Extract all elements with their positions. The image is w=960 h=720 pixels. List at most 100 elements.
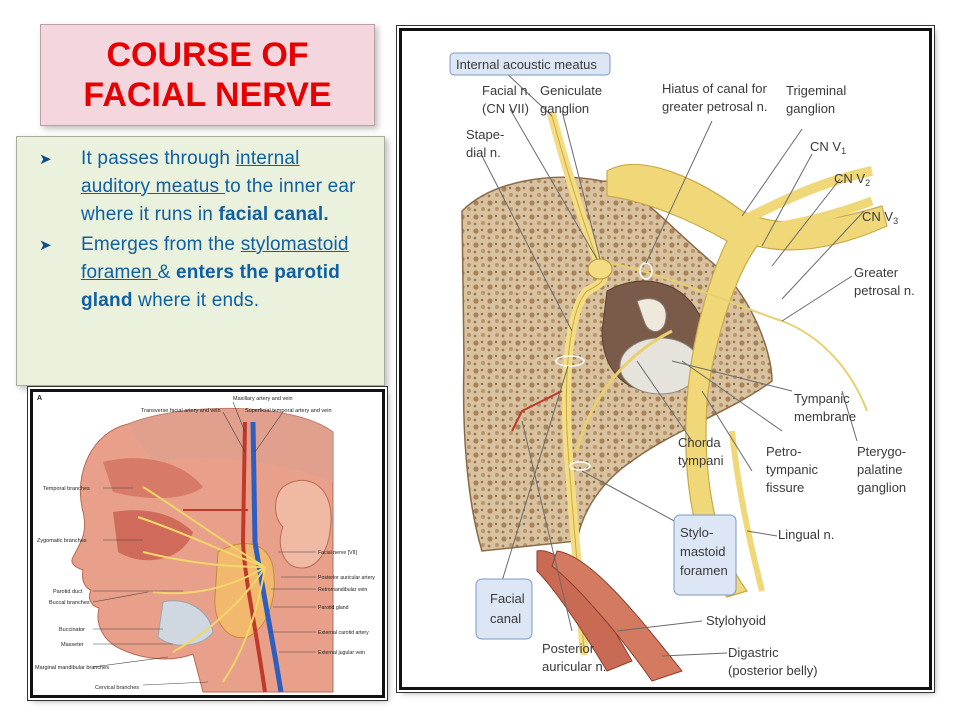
face-dissection-panel: A Maxillary artery and vein Transverse f… <box>30 389 385 698</box>
lingual-nerve <box>729 430 765 592</box>
arrow-bullet-icon: ➤ <box>39 237 52 254</box>
label-digastric-1: Digastric <box>728 645 779 660</box>
label-stylo-1: Stylo- <box>680 525 713 540</box>
cn-v1-branch <box>739 166 873 226</box>
label-stylohyoid: Stylohyoid <box>706 613 766 628</box>
geniculate-ganglion <box>587 258 613 280</box>
stylomastoid-ring <box>569 461 591 471</box>
label-geniculate-1: Geniculate <box>540 83 602 98</box>
title-line-2: FACIAL NERVE <box>83 76 332 114</box>
label-pterygo-1: Pterygo- <box>857 444 906 459</box>
label-greater-petrosal-1: Greater <box>854 265 899 280</box>
label-transverse: Transverse facial artery and vein <box>141 408 221 414</box>
label-hiatus-1: Hiatus of canal for <box>662 81 767 96</box>
retromandibular-vein <box>250 421 284 693</box>
bullet-2-post: where it ends. <box>132 290 260 311</box>
label-box-facial-canal <box>475 578 533 640</box>
title-line-1: COURSE OF <box>106 36 309 74</box>
label-greater-petrosal-2: petrosal n. <box>854 283 915 298</box>
label-petro-1: Petro- <box>766 444 801 459</box>
label-parotid-duct: Parotid duct <box>53 589 83 595</box>
label-pterygo-3: ganglion <box>857 480 906 495</box>
bullet-2-underlined: stylomastoid foramen <box>81 234 349 283</box>
label-cn-v3: CN V3 <box>862 209 898 226</box>
bullet-2-mid: & <box>157 262 176 283</box>
label-stapedial-2: dial n. <box>466 145 501 160</box>
facial-canal-ring <box>555 355 585 367</box>
label-masseter: Masseter <box>61 642 84 648</box>
label-cn-v1: CN V1 <box>810 139 846 156</box>
label-temporal: Temporal branches <box>43 486 90 492</box>
label-zygomatic: Zygomatic branches <box>37 538 87 544</box>
bullet-1-bold: facial canal. <box>218 204 329 225</box>
title-box: COURSE OF FACIAL NERVE <box>40 24 375 126</box>
bullet-box: ➤ It passes through internal auditory me… <box>16 136 385 386</box>
label-chorda-2: tympani <box>678 453 724 468</box>
label-box-stylomastoid <box>673 514 737 596</box>
label-buccal: Buccal branches <box>49 600 90 606</box>
label-digastric-2: (posterior belly) <box>728 663 818 678</box>
right-leader-lines <box>481 68 865 657</box>
ear <box>275 479 332 569</box>
label-maxillary: Maxillary artery and vein <box>233 396 293 402</box>
label-stylo-3: foramen <box>680 563 728 578</box>
label-superficial: Superficial temporal artery and vein <box>245 408 332 414</box>
arrow-bullet-icon: ➤ <box>39 151 52 168</box>
label-hiatus-2: greater petrosal n. <box>662 99 768 114</box>
label-cervical: Cervical branches <box>95 685 139 691</box>
label-lingual: Lingual n. <box>778 527 834 542</box>
label-facial-canal-1: Facial <box>490 591 525 606</box>
label-tympanic-1: Tympanic <box>794 391 850 406</box>
bullet-item-1: ➤ It passes through internal auditory me… <box>39 145 374 229</box>
label-parotid-gland: Parotid gland <box>318 605 349 611</box>
label-stylo-2: mastoid <box>680 544 726 559</box>
label-marginal: Marginal mandibular branches <box>35 665 109 671</box>
label-buccinator: Buccinator <box>59 627 85 633</box>
digastric-muscle <box>551 550 683 682</box>
label-posterior-auricular-artery: Posterior auricular artery <box>318 575 375 581</box>
superficial-temporal-artery <box>240 421 267 693</box>
bullet-item-2: ➤ Emerges from the stylomastoid foramen … <box>39 231 374 315</box>
facial-canal-panel: Internal acoustic meatus Facial n. (CN V… <box>399 28 932 690</box>
bullet-text-1: It passes through internal auditory meat… <box>81 145 374 229</box>
label-petro-3: fissure <box>766 480 804 495</box>
label-stapedial-1: Stape- <box>466 127 504 142</box>
ossicles <box>636 298 667 332</box>
label-trigeminal-1: Trigeminal <box>786 83 846 98</box>
label-cn-v2: CN V2 <box>834 171 870 188</box>
bullet-1-pre: It passes through <box>81 148 236 169</box>
label-facial-n-2: (CN VII) <box>482 101 529 116</box>
label-chorda-1: Chorda <box>678 435 721 450</box>
label-cn-v2-sub: 2 <box>865 178 870 188</box>
greater-petrosal-nerve <box>596 260 868 412</box>
label-cn-v2-text: CN V <box>834 171 865 186</box>
cn-v2-branch <box>746 196 874 236</box>
label-cn-v3-sub: 3 <box>893 216 898 226</box>
chorda-tympani-nerve <box>575 329 673 452</box>
bullet-1-mid: to the inner ear where it runs in <box>81 176 356 225</box>
bullet-2-pre: Emerges from the <box>81 234 241 255</box>
facial-nerve-outline <box>551 115 604 652</box>
label-cn-v3-text: CN V <box>862 209 893 224</box>
scalp <box>128 408 333 482</box>
posterior-auricular-nerve <box>511 390 563 432</box>
bullet-text-2: Emerges from the stylomastoid foramen & … <box>81 231 374 315</box>
facial-nerve-branches <box>137 486 266 683</box>
label-box-internal-acoustic-meatus <box>449 52 611 76</box>
label-facial-canal-2: canal <box>490 611 521 626</box>
label-retromandibular: Retromandibular vein <box>318 587 367 593</box>
leader-lines <box>92 401 316 686</box>
label-external-jugular: External jugular vein <box>318 650 365 656</box>
label-petro-2: tympanic <box>766 462 819 477</box>
bullet-2-bold: enters the parotid gland <box>81 262 341 311</box>
label-posterior-auricular-1: Posterior <box>542 641 595 656</box>
face-dissection-illustration: A Maxillary artery and vein Transverse f… <box>35 395 375 693</box>
facial-canal-illustration: Internal acoustic meatus Facial n. (CN V… <box>449 52 915 682</box>
panel-letter: A <box>37 395 42 402</box>
label-facial-nerve: Facial nerve [VII] <box>318 550 357 556</box>
label-trigeminal-2: ganglion <box>786 101 835 116</box>
cheek-muscles <box>113 510 193 561</box>
label-external-carotid: External carotid artery <box>318 630 369 636</box>
label-posterior-auricular-2: auricular n. <box>542 659 606 674</box>
label-tympanic-2: membrane <box>794 409 856 424</box>
